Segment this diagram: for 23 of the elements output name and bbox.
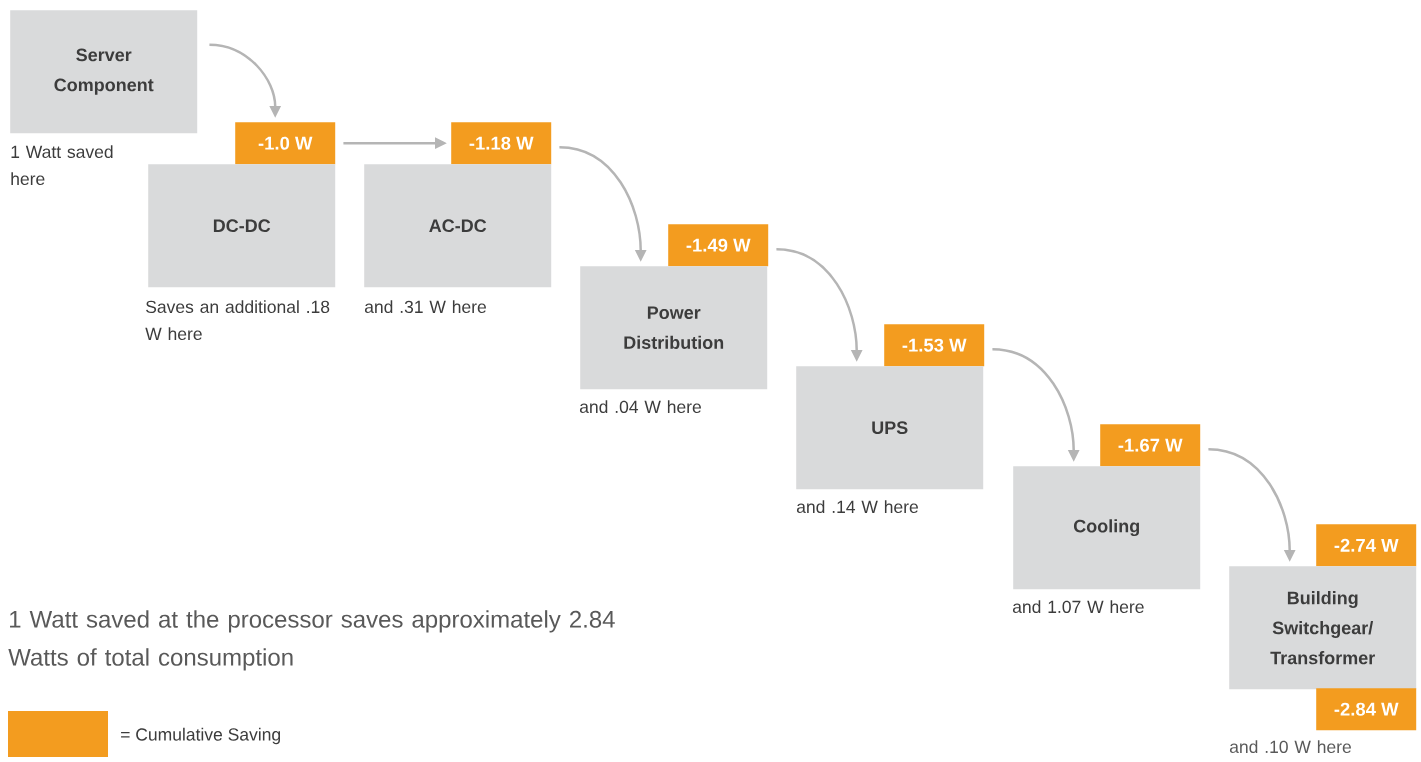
component-box: Building Switchgear/ Transformer bbox=[1229, 566, 1417, 690]
note-text: 1 Watt saved here bbox=[11, 145, 113, 186]
saving-badge: -1.18 W bbox=[451, 122, 552, 165]
note-text: and 1.07 W here bbox=[1012, 600, 1144, 614]
saving-badge: -1.49 W bbox=[668, 224, 769, 267]
saving-badge: -2.74 W bbox=[1316, 524, 1417, 567]
note-text: and .10 W here bbox=[1229, 740, 1351, 754]
saving-badge: -1.53 W bbox=[884, 324, 985, 367]
saving-badge: -1.67 W bbox=[1100, 424, 1201, 467]
component-box: AC-DC bbox=[364, 164, 552, 288]
component-box: Power Distribution bbox=[580, 266, 768, 390]
component-box: UPS bbox=[796, 366, 984, 490]
component-box: DC-DC bbox=[148, 164, 336, 288]
component-box: Server Component bbox=[10, 10, 198, 134]
summary-text: 1 Watt saved at the processor saves approximately 2.84 Watts of total consumption bbox=[8, 610, 615, 671]
component-box: Cooling bbox=[1013, 466, 1201, 590]
note-text: Saves an additional .18 W here bbox=[145, 300, 330, 341]
saving-badge: -2.84 W bbox=[1316, 688, 1417, 731]
saving-badge: -1.0 W bbox=[235, 122, 336, 165]
note-text: and .04 W here bbox=[579, 400, 701, 414]
note-text: and .31 W here bbox=[364, 300, 486, 314]
legend-text: = Cumulative Saving bbox=[121, 727, 281, 745]
note-text: and .14 W here bbox=[796, 500, 918, 514]
